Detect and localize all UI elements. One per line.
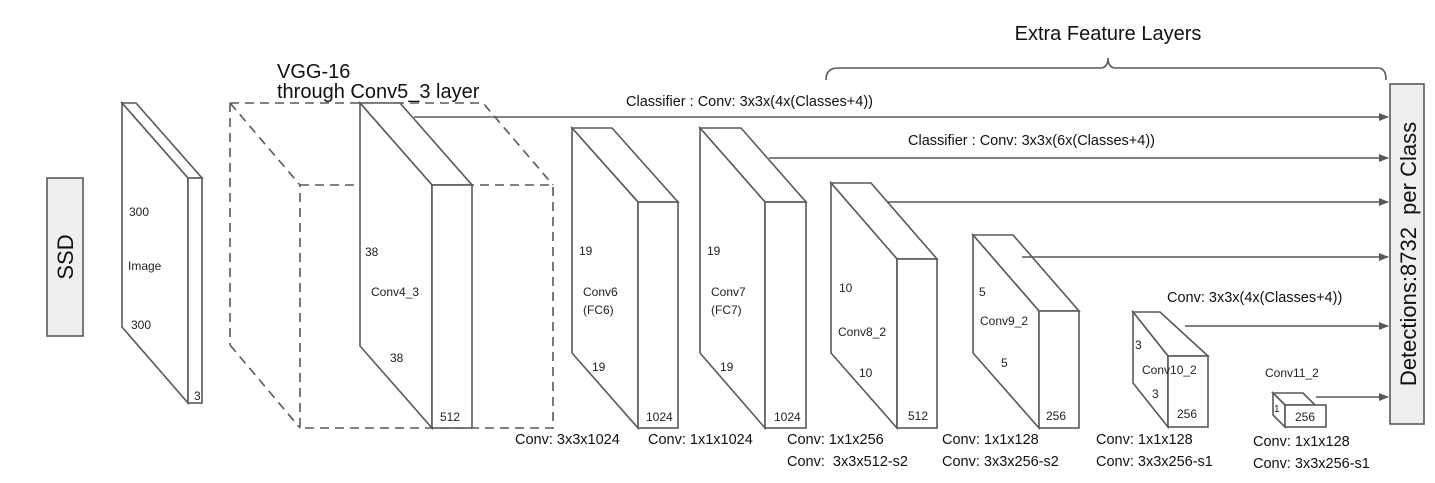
conv9-2-width: 5	[1001, 356, 1008, 370]
conv10-2-op-2: Conv: 3x3x256-s1	[1096, 454, 1213, 470]
classifier-label-1: Classifier : Conv: 3x3x(4x(Classes+4))	[626, 94, 873, 110]
conv4-3-channels: 512	[440, 410, 460, 424]
conv9-2-height: 5	[979, 285, 986, 299]
conv6-label: Conv6	[583, 285, 618, 299]
layer-conv6: 19 Conv6 (FC6) 19 1024	[570, 125, 680, 431]
image-channel-label: 3	[194, 389, 201, 403]
conv11-2-channels: 256	[1295, 410, 1315, 424]
ssd-title: SSD	[53, 234, 78, 279]
conv9-2-label: Conv9_2	[980, 314, 1028, 328]
ssd-title-box: SSD	[46, 177, 84, 337]
image-height-label: 300	[129, 205, 149, 219]
layer-conv9-2: 5 Conv9_2 5 256	[971, 232, 1081, 431]
layer-conv7: 19 Conv7 (FC7) 19 1024	[698, 125, 808, 431]
conv8-2-channels: 512	[908, 409, 928, 423]
conv7-width: 19	[720, 360, 734, 374]
layer-conv11-2: Conv11_2 1 256	[1265, 366, 1327, 429]
conv7-op: Conv: 1x1x1024	[648, 432, 753, 448]
conv6-op: Conv: 3x3x1024	[515, 432, 620, 448]
conv10-2-width: 3	[1152, 387, 1159, 401]
classifier-label-3: Conv: 3x3x(4x(Classes+4))	[1167, 290, 1342, 306]
conv7-channels: 1024	[774, 410, 801, 424]
conv10-2-channels: 256	[1177, 407, 1197, 421]
layer-conv8-2: 10 Conv8_2 10 512	[829, 180, 939, 431]
classifier-label-2: Classifier : Conv: 3x3x(6x(Classes+4))	[908, 133, 1155, 149]
conv6-channels: 1024	[646, 410, 673, 424]
extra-feature-brace: Extra Feature Layers	[825, 23, 1387, 81]
vgg-subtitle: through Conv5_3 layer	[277, 81, 480, 103]
image-width-label: 300	[131, 318, 151, 332]
conv7-sublabel: (FC7)	[711, 303, 742, 317]
conv9-2-channels: 256	[1046, 409, 1066, 423]
conv10-2-label: Conv10_2	[1142, 363, 1197, 377]
conv7-height: 19	[707, 244, 721, 258]
conv8-2-label: Conv8_2	[838, 325, 886, 339]
conv11-2-height: 1	[1274, 404, 1280, 415]
conv11-2-label: Conv11_2	[1265, 366, 1319, 380]
conv11-2-op-2: Conv: 3x3x256-s1	[1253, 456, 1370, 472]
classifier-arrows	[414, 113, 1389, 401]
image-label: Image	[128, 259, 162, 273]
conv8-2-height: 10	[839, 281, 853, 295]
conv6-sublabel: (FC6)	[583, 303, 614, 317]
vgg-title: VGG-16	[277, 61, 350, 83]
conv10-2-op-1: Conv: 1x1x128	[1096, 432, 1193, 448]
conv4-3-width: 38	[390, 351, 404, 365]
layer-conv10-2: 3 Conv10_2 3 256	[1131, 309, 1211, 430]
conv6-height: 19	[579, 244, 593, 258]
layer-conv4-3: 38 Conv4_3 38 512	[358, 100, 474, 431]
conv10-2-height: 3	[1135, 338, 1142, 352]
conv4-3-label: Conv4_3	[371, 285, 419, 299]
conv7-label: Conv7	[711, 285, 746, 299]
layer-image: 300 Image 300 3	[120, 100, 204, 406]
conv9-2-op-1: Conv: 1x1x128	[942, 432, 1039, 448]
conv4-3-height: 38	[365, 245, 379, 259]
extra-feature-title: Extra Feature Layers	[1015, 23, 1202, 45]
conv8-2-op-2: Conv: 3x3x512-s2	[787, 454, 908, 470]
conv8-2-op-1: Conv: 1x1x256	[787, 432, 884, 448]
conv9-2-op-2: Conv: 3x3x256-s2	[942, 454, 1059, 470]
conv11-2-op-1: Conv: 1x1x128	[1253, 434, 1350, 450]
detections-label: Detections:8732 per Class	[1396, 122, 1421, 386]
conv6-width: 19	[592, 360, 606, 374]
detections-box: Detections:8732 per Class	[1389, 83, 1425, 425]
conv8-2-width: 10	[859, 366, 873, 380]
